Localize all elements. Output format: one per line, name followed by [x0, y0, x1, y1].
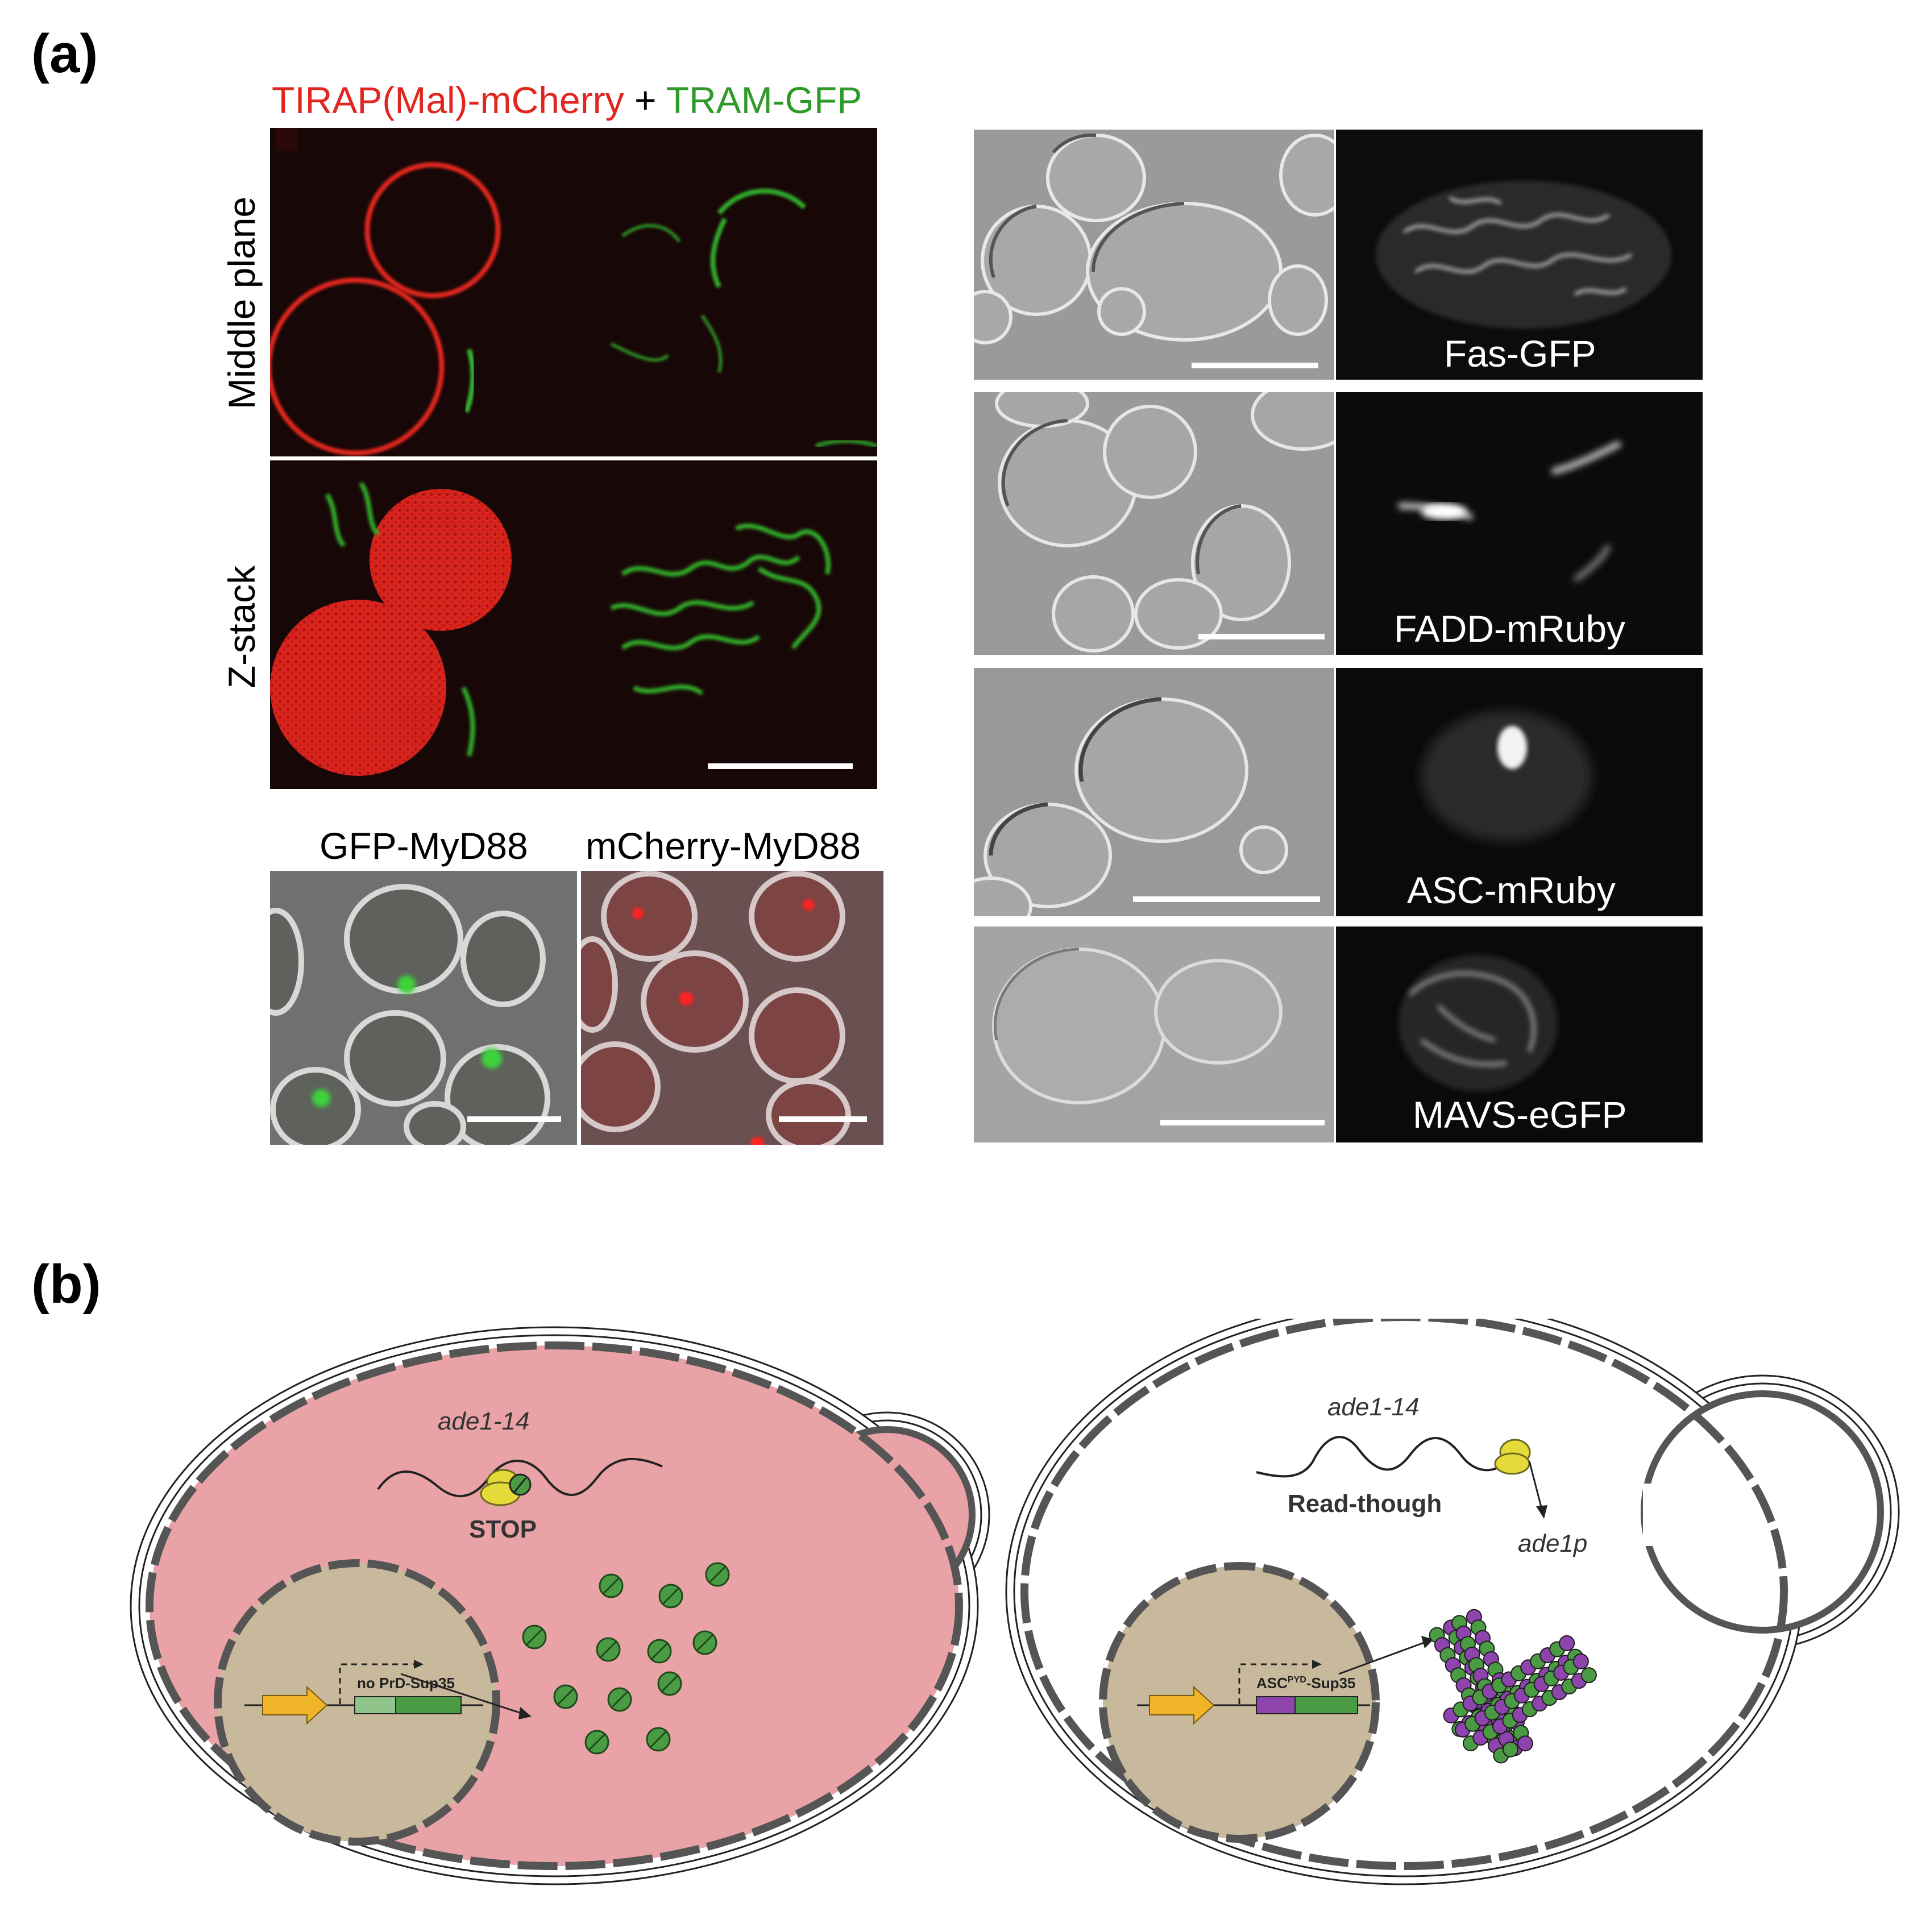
- label-fadd-mruby: FADD-mRuby: [1394, 608, 1626, 650]
- right-cell: ASCPYD-Sup35: [1005, 1319, 1900, 1885]
- stop-label: STOP: [469, 1515, 537, 1543]
- product-label: ade1p: [1518, 1530, 1587, 1557]
- yeast-cell-diagram: no PrD-Sup35 ade1-14 STOP: [130, 1319, 1900, 1885]
- scale-bar: [779, 1116, 867, 1122]
- scale-bar: [467, 1116, 561, 1122]
- scale-bar: [708, 763, 853, 769]
- amyloid-fibrils: [1429, 1606, 1600, 1764]
- panel-a-title: TIRAP(Mal)-mCherry + TRAM-GFP: [272, 78, 862, 122]
- readthrough-label: Read-though: [1288, 1490, 1442, 1518]
- scale-bar: [1133, 896, 1320, 902]
- title-green: TRAM-GFP: [666, 79, 862, 121]
- label-mavs-egfp: MAVS-eGFP: [1413, 1094, 1627, 1136]
- left-cell: no PrD-Sup35 ade1-14 STOP: [130, 1326, 990, 1885]
- fas-dic-image: [974, 130, 1334, 380]
- mavs-fluorescence-image: MAVS-eGFP: [1336, 926, 1703, 1142]
- row-label-middle-plane: Middle plane: [221, 196, 263, 410]
- left-construct-label: no PrD-Sup35: [357, 1675, 455, 1692]
- title-plus: +: [634, 79, 657, 121]
- fadd-dic-image: [974, 392, 1334, 655]
- mcherry-myd88-image: [581, 871, 883, 1145]
- fadd-fluorescence-image: FADD-mRuby: [1336, 392, 1703, 655]
- middle-plane-image: Middle plane: [270, 128, 877, 456]
- left-gene-label: ade1-14: [438, 1407, 529, 1435]
- scale-bar: [1192, 363, 1318, 368]
- label-mcherry-myd88: mCherry-MyD88: [586, 825, 861, 867]
- mavs-dic-image: [974, 926, 1334, 1142]
- label-asc-mruby: ASC-mRuby: [1407, 869, 1616, 911]
- panel-a-letter: (a): [31, 23, 98, 84]
- right-gene-label: ade1-14: [1327, 1393, 1419, 1421]
- panel-b-letter: (b): [31, 1254, 101, 1315]
- asc-fluorescence-image: ASC-mRuby: [1336, 668, 1703, 916]
- asc-dic-image: [974, 668, 1334, 916]
- title-red: TIRAP(Mal)-mCherry: [272, 79, 624, 121]
- scale-bar: [1198, 634, 1325, 639]
- label-fas-gfp: Fas-GFP: [1444, 333, 1596, 375]
- gfp-myd88-image: [270, 871, 577, 1145]
- scale-bar: [1160, 1120, 1325, 1125]
- z-stack-image: [270, 460, 877, 789]
- fas-fluorescence-image: Fas-GFP: [1336, 130, 1703, 380]
- right-construct-label: ASCPYD-Sup35: [1256, 1675, 1356, 1692]
- label-gfp-myd88: GFP-MyD88: [319, 825, 528, 867]
- soluble-sup35-dots: [522, 1562, 730, 1755]
- row-label-z-stack: Z-stack: [221, 565, 263, 689]
